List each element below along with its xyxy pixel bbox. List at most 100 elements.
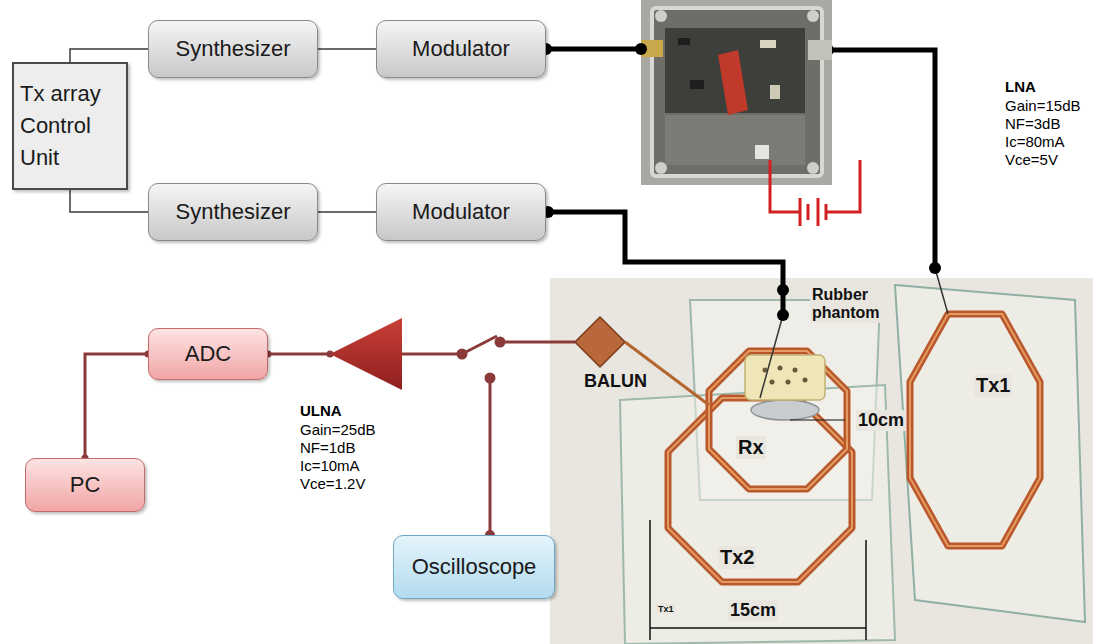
- modulator-box: Modulator: [376, 20, 546, 78]
- rx-loop-highlight: [709, 351, 847, 489]
- amplifier-name: ULNA: [300, 402, 342, 420]
- node-text: Modulator: [412, 199, 510, 225]
- node-text: Oscilloscope: [412, 554, 537, 580]
- wire-connector: [70, 190, 148, 212]
- bias-connector: [755, 145, 769, 159]
- coax-cable: [832, 50, 935, 268]
- wire: [500, 341, 575, 344]
- sma-connector: [808, 40, 832, 60]
- battery-wire: [770, 160, 800, 212]
- switch-pivot: [458, 350, 466, 358]
- switch-contact: [486, 374, 494, 382]
- amplifier-triangle-shape: [330, 318, 402, 390]
- dimension-label: 15cm: [728, 600, 778, 621]
- antenna-label: Tx2: [718, 546, 756, 569]
- battery-symbol: [770, 160, 860, 226]
- balun-foil: [575, 317, 625, 367]
- phantom-hole: [786, 380, 791, 385]
- switch-contact: [496, 338, 504, 346]
- tx1-loop: [910, 314, 1040, 546]
- phantom-hole: [770, 380, 775, 385]
- enclosure-floor: [665, 115, 805, 165]
- node-text: ADC: [185, 341, 231, 367]
- wire-connector: [318, 211, 376, 213]
- component: [770, 85, 780, 99]
- oscilloscope-box: Oscilloscope: [393, 535, 555, 599]
- wire-dot: [929, 262, 941, 274]
- photo-ground: [550, 278, 1093, 644]
- transistor: [718, 50, 748, 115]
- synthesizer-box: Synthesizer: [148, 183, 318, 241]
- dimension-label: 10cm: [856, 410, 906, 431]
- adc-box: ADC: [148, 328, 268, 380]
- dimension-line: [790, 419, 845, 420]
- synthesizer-box: Synthesizer: [148, 20, 318, 78]
- component: [690, 80, 704, 89]
- component: [678, 38, 690, 45]
- battery-wire: [826, 160, 860, 212]
- node-text: Synthesizer: [176, 199, 291, 225]
- battery-plate: [799, 198, 802, 226]
- amplifier-outline: [330, 318, 402, 390]
- wire-connector: [85, 354, 148, 458]
- wire-connector: [70, 49, 148, 62]
- photo-background: [550, 278, 1093, 644]
- lna-photo: [641, 0, 832, 185]
- pc-box: PC: [25, 458, 145, 512]
- component: [760, 40, 776, 48]
- phantom-block: [745, 355, 825, 400]
- dimension-lines: [650, 420, 866, 640]
- battery-plate: [817, 198, 820, 226]
- node-text: Tx array Control Unit: [20, 78, 120, 174]
- antenna-loops: [668, 314, 1040, 582]
- wire-connector: [546, 47, 641, 52]
- phantom-label: Rubber phantom: [810, 286, 882, 323]
- glass-plate: [620, 385, 895, 644]
- control-unit-box: Tx array Control Unit: [12, 62, 128, 190]
- phantom-jar: [751, 400, 819, 420]
- rx-loop: [709, 351, 847, 489]
- dimension-line: [650, 627, 866, 629]
- wire-connector: [268, 353, 330, 356]
- dimension-tick: [649, 520, 651, 640]
- amplifier-specs: Gain=15dB NF=3dB Ic=80mA Vce=5V: [1005, 97, 1080, 169]
- node-text: Synthesizer: [176, 36, 291, 62]
- wire-dot: [635, 43, 647, 55]
- node-text: PC: [70, 472, 101, 498]
- receive-wiring: [402, 336, 575, 539]
- amplifier-triangle: ULNAGain=25dB NF=1dB Ic=10mA Vce=1.2V: [330, 318, 402, 390]
- screw: [655, 10, 667, 22]
- phantom-hole: [793, 368, 798, 373]
- plate-note: Tx1: [656, 604, 676, 614]
- wire-connector: [318, 48, 376, 50]
- switch-blade: [462, 336, 497, 354]
- wire-dot: [777, 284, 789, 296]
- battery-plate: [807, 204, 810, 220]
- antenna-label: Tx1: [974, 374, 1012, 397]
- screw: [807, 162, 819, 174]
- wire-dot: [777, 309, 789, 321]
- amplifier-name: LNA: [1005, 78, 1036, 96]
- feed-line: [760, 315, 783, 398]
- node-text: Modulator: [412, 36, 510, 62]
- rubber-phantom: [745, 355, 825, 400]
- lna-photo-box: LNAGain=15dB NF=3dB Ic=80mA Vce=5V: [641, 0, 832, 185]
- amplifier-specs: Gain=25dB NF=1dB Ic=10mA Vce=1.2V: [300, 421, 375, 493]
- wire: [489, 378, 492, 535]
- wire: [402, 353, 462, 356]
- phantom-hole: [803, 378, 808, 383]
- transmit-wiring: [542, 44, 948, 398]
- screw: [807, 10, 819, 22]
- coax-cable: [546, 212, 783, 315]
- balun: [575, 317, 709, 405]
- phantom-hole: [778, 366, 783, 371]
- screw: [655, 162, 667, 174]
- balun-label: BALUN: [582, 371, 649, 392]
- enclosure-rim: [652, 8, 822, 176]
- glass-plate: [895, 285, 1085, 622]
- feed-line: [935, 268, 948, 314]
- modulator-box: Modulator: [376, 183, 546, 241]
- enclosure: [641, 0, 832, 185]
